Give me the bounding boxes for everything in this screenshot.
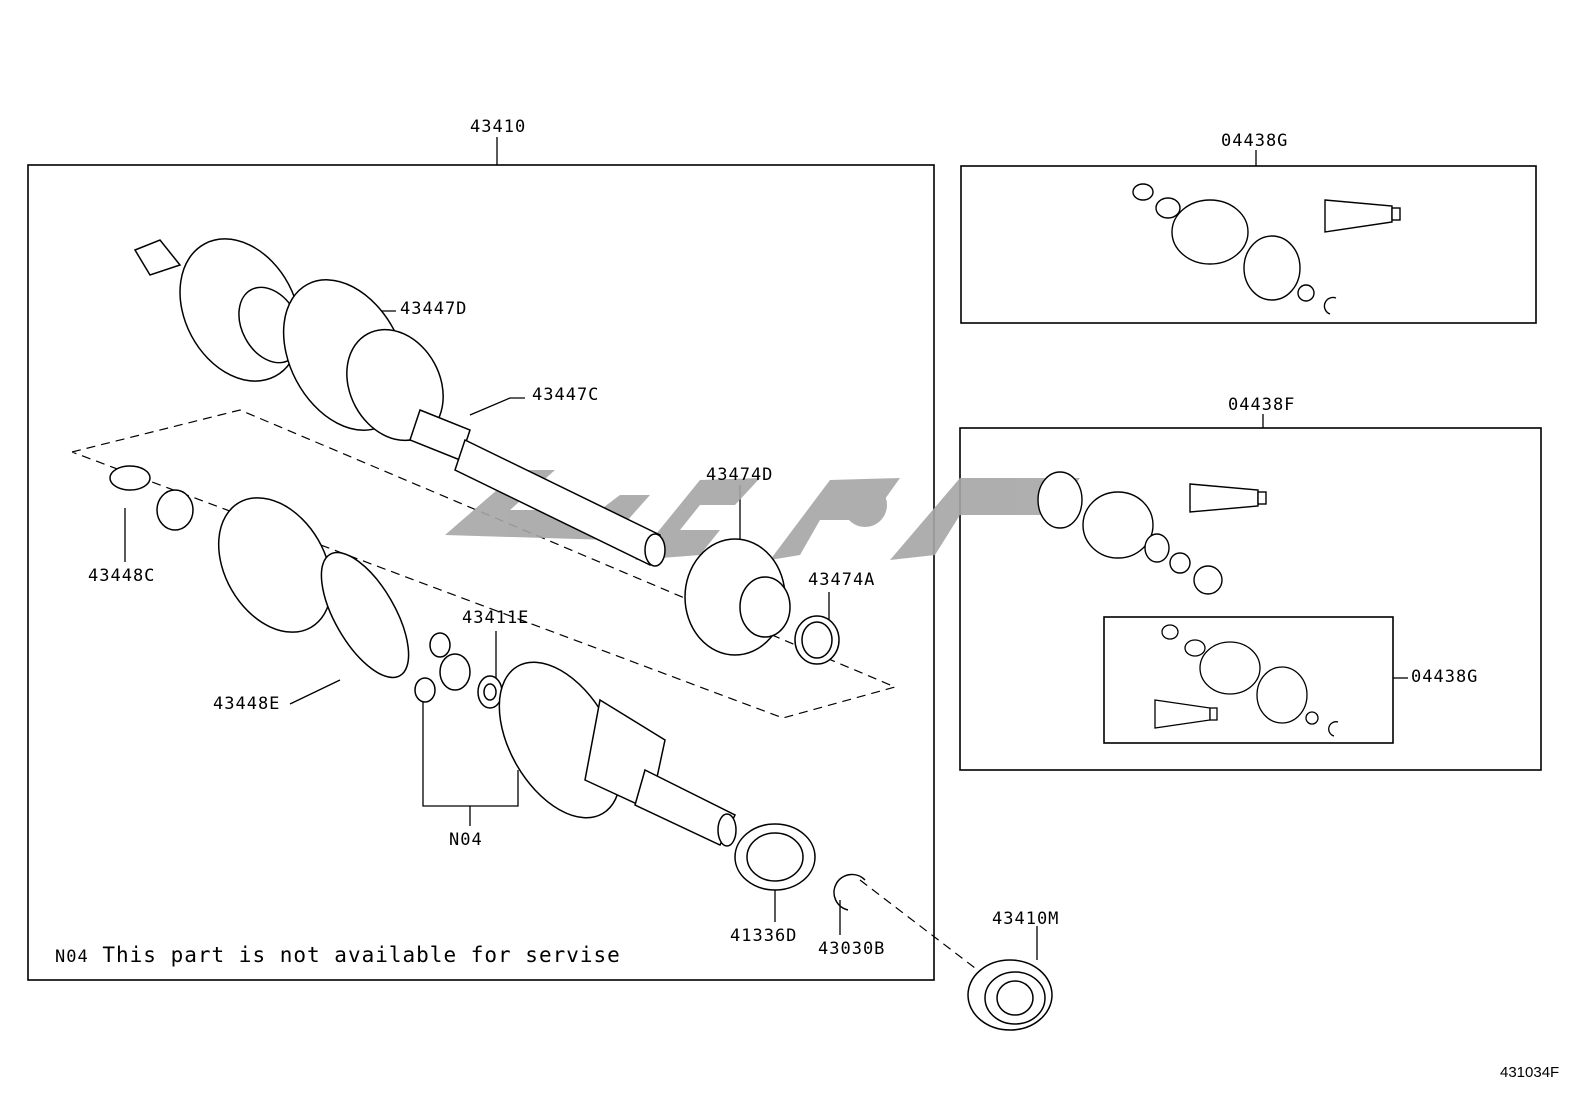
note-code: N04 (55, 947, 89, 967)
label-boot-clamp-small[interactable]: 43447C (532, 385, 600, 405)
availability-note: N04 This part is not available for servi… (55, 943, 621, 967)
kit-g-sub-frame (1103, 616, 1394, 744)
label-tripod-code[interactable]: N04 (449, 830, 483, 850)
label-circlip[interactable]: 43030B (818, 939, 886, 959)
label-dust-cover[interactable]: 43474D (706, 465, 774, 485)
exploded-boundary (71, 409, 976, 969)
kit-f-frame (959, 427, 1542, 771)
dust-covers (684, 538, 840, 665)
label-snap-ring[interactable]: 43411E (462, 608, 530, 628)
label-boot-outboard-kit[interactable]: 04438F (1228, 395, 1296, 415)
tripod (414, 632, 503, 709)
label-boot-inboard-kit-sub[interactable]: 04438G (1411, 667, 1479, 687)
kit-g-frame (960, 165, 1537, 324)
seals (734, 823, 1053, 1031)
kit-g-parts (1132, 183, 1401, 315)
frames (27, 164, 1542, 981)
note-text: This part is not available for servise (102, 943, 621, 967)
axle-assembly (133, 238, 666, 567)
label-outboard-band[interactable]: 43448E (213, 694, 281, 714)
kit-g-sub-parts (1154, 624, 1339, 737)
label-oil-seal[interactable]: 41336D (730, 926, 798, 946)
watermark (445, 470, 1080, 560)
label-outboard-clamp[interactable]: 43448C (88, 566, 156, 586)
outboard-boot (109, 465, 410, 679)
label-bearing[interactable]: 43410M (992, 909, 1060, 929)
diagram-reference: 431034F (1500, 1064, 1560, 1081)
label-boot-inboard-kit[interactable]: 04438G (1221, 131, 1289, 151)
assembly-frame (27, 164, 935, 981)
label-assembly[interactable]: 43410 (470, 117, 527, 137)
kit-f-parts (1037, 471, 1267, 595)
label-inboard-boot[interactable]: 43447D (400, 299, 468, 319)
label-dust-cover-seal[interactable]: 43474A (808, 570, 876, 590)
inboard-housing (498, 661, 737, 847)
